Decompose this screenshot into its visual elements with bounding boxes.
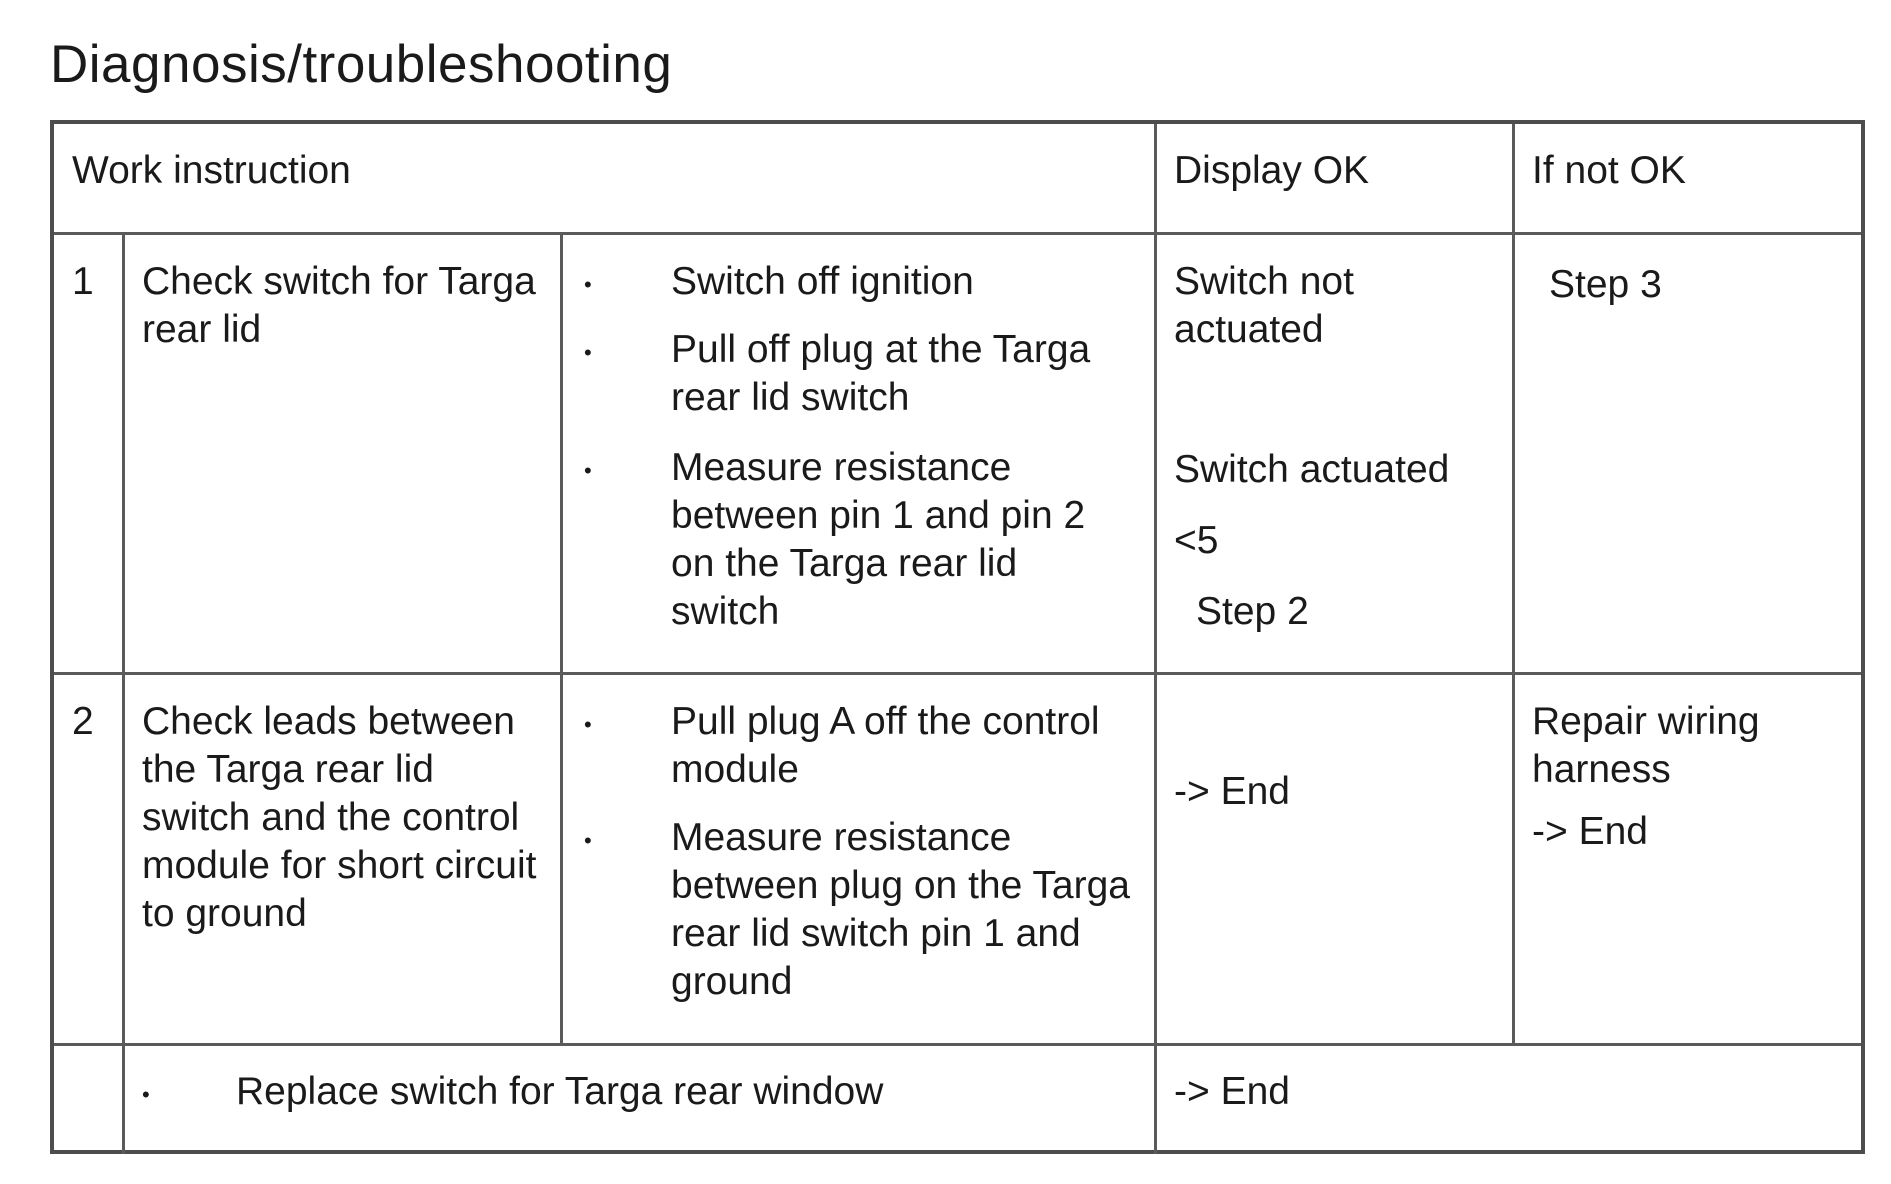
row-1-action-3: Measure resistance between pin 1 and pin… xyxy=(671,446,1086,633)
row-1-action-2: Pull off plug at the Targa rear lid swit… xyxy=(671,328,1091,419)
if-not-ok-column-divider xyxy=(1512,124,1515,1046)
step-number-divider xyxy=(122,232,125,1154)
row-2-check: Check leads between the Targa rear lid s… xyxy=(142,700,537,935)
header-work-instruction: Work instruction xyxy=(72,149,351,192)
row-1-bullet-1: • xyxy=(584,272,592,297)
row-2-divider xyxy=(54,1043,1861,1046)
row-1-display-next-step: Step 2 xyxy=(1196,590,1309,633)
row-2-bullet-1: • xyxy=(584,712,592,737)
row-1-step-number: 1 xyxy=(72,260,94,303)
row-2-action-2: Measure resistance between plug on the T… xyxy=(671,816,1130,1003)
header-row-divider xyxy=(54,232,1861,235)
row-1-display-switch-actuated: Switch actuated xyxy=(1174,448,1450,491)
row-3-bullet: • xyxy=(142,1082,150,1107)
row-1-if-not-ok: Step 3 xyxy=(1549,263,1662,306)
row-3-display-ok: -> End xyxy=(1174,1070,1290,1113)
page-title: Diagnosis/troubleshooting xyxy=(50,35,673,94)
row-2-if-not-ok: Repair wiring harness -> End xyxy=(1532,700,1760,853)
header-display-ok: Display OK xyxy=(1174,149,1370,192)
row-1-divider xyxy=(54,672,1861,675)
row-3-action: Replace switch for Targa rear window xyxy=(236,1070,884,1113)
row-1-display-resistance-value: <5 xyxy=(1174,519,1219,562)
row-2-display-ok: -> End xyxy=(1174,770,1290,813)
diagnosis-table: Work instruction Display OK If not OK 1 … xyxy=(50,120,1865,1154)
display-ok-column-divider xyxy=(1154,124,1157,1154)
header-if-not-ok: If not OK xyxy=(1532,149,1686,192)
row-2-action-1: Pull plug A off the control module xyxy=(671,700,1100,791)
row-1-check: Check switch for Targa rear lid xyxy=(142,260,536,351)
row-1-bullet-3: • xyxy=(584,458,592,483)
check-column-divider xyxy=(560,232,563,1046)
row-2-bullet-2: • xyxy=(584,828,592,853)
row-2-step-number: 2 xyxy=(72,700,94,743)
row-1-bullet-2: • xyxy=(584,340,592,365)
row-1-action-1: Switch off ignition xyxy=(671,260,974,303)
row-1-display-switch-not-actuated: Switch not actuated xyxy=(1174,260,1354,351)
